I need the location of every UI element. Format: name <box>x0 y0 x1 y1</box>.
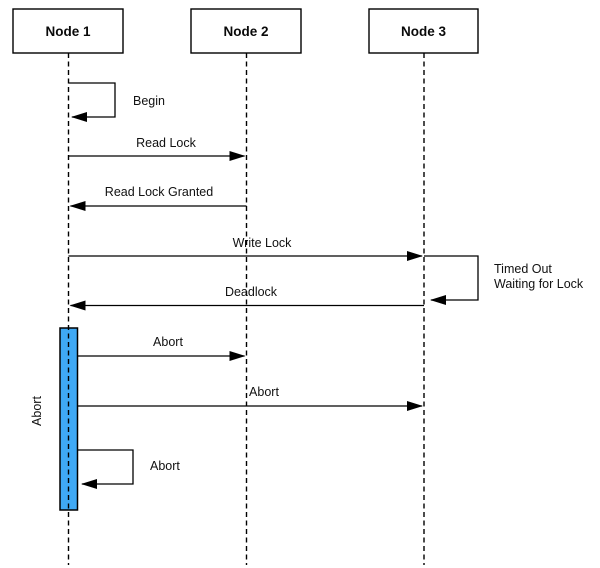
read-lock-label: Read Lock <box>136 136 197 150</box>
timed-out-loop-line <box>424 255 479 305</box>
begin-loop-line <box>68 82 116 122</box>
node-box-node1: Node 1 <box>12 8 124 54</box>
activation-side-label: Abort <box>30 396 44 426</box>
node2-rect <box>190 8 302 54</box>
node-box-node2: Node 2 <box>190 8 302 54</box>
message-read-lock-granted: Read Lock Granted <box>69 185 247 211</box>
node-box-node3: Node 3 <box>368 8 479 54</box>
node1-rect <box>12 8 124 54</box>
message-deadlock: Deadlock <box>69 285 424 311</box>
timed-out-label-line2: Waiting for Lock <box>494 277 584 291</box>
node1-title: Node 1 <box>45 24 91 39</box>
message-write-lock: Write Lock <box>68 236 423 261</box>
message-abort-self-loop: Abort <box>78 449 180 489</box>
message-abort-node3: Abort <box>78 385 423 411</box>
write-lock-label: Write Lock <box>233 236 293 250</box>
abort-node2-label: Abort <box>153 335 183 349</box>
begin-label: Begin <box>133 94 165 108</box>
read-lock-granted-label: Read Lock Granted <box>105 185 213 199</box>
abort-loop-label: Abort <box>150 459 180 473</box>
abort-node3-label: Abort <box>249 385 279 399</box>
node3-rect <box>368 8 479 54</box>
deadlock-label: Deadlock <box>225 285 278 299</box>
message-read-lock: Read Lock <box>68 136 246 161</box>
node2-title: Node 2 <box>223 24 268 39</box>
message-timed-out-self-loop: Timed Out Waiting for Lock <box>424 255 584 305</box>
node3-title: Node 3 <box>401 24 447 39</box>
timed-out-label-line1: Timed Out <box>494 262 552 276</box>
message-begin-self-loop: Begin <box>68 82 165 122</box>
message-abort-node2: Abort <box>78 335 246 361</box>
abort-loop-line <box>78 449 134 489</box>
